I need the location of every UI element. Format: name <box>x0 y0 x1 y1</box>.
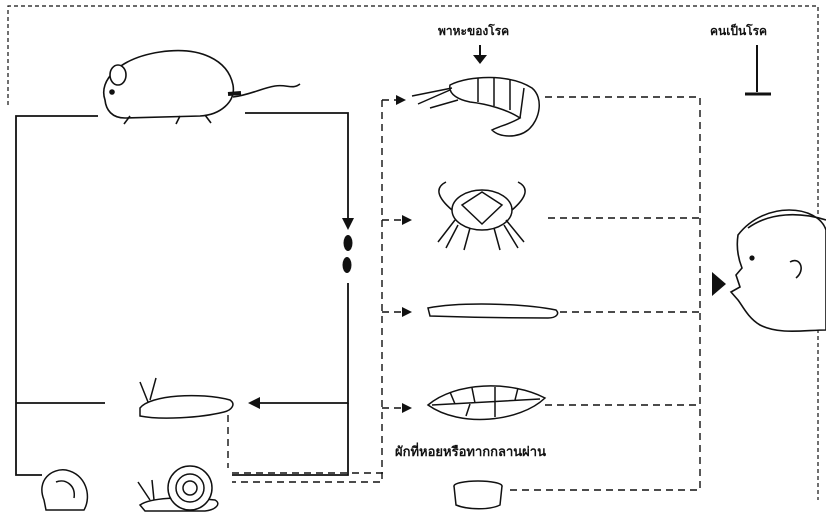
patient-label: คนเป็นโรค <box>710 22 767 41</box>
carrier-down-arrow-head <box>473 55 487 64</box>
slug-illustration <box>140 378 233 418</box>
cycle-line-feces-to-slug <box>258 283 348 403</box>
arrowhead-human <box>712 272 726 296</box>
arrowhead-worm <box>402 307 412 317</box>
earthworm-illustration <box>428 304 558 318</box>
arrowhead-crab <box>402 215 412 225</box>
larva-dot-2 <box>343 257 352 273</box>
snail-illustration <box>138 466 218 511</box>
carrier-label: พาหะของโรค <box>438 22 509 41</box>
arrowhead-shrimp <box>396 95 406 105</box>
dashed-shrimp-to-human <box>545 97 700 290</box>
arrowhead-left-slug <box>248 397 260 409</box>
vegetables-label: ผักที่หอยหรือทากกลานผ่าน <box>395 441 546 462</box>
leaf-illustration <box>428 386 545 420</box>
arrowhead-leaf <box>402 403 412 413</box>
dashed-leaf-to-human <box>545 288 700 405</box>
water-bowl-illustration <box>454 481 502 509</box>
empty-snail-shell-illustration <box>42 470 88 510</box>
cycle-line-bottom-return <box>232 403 348 475</box>
larva-dot-1 <box>344 235 353 251</box>
shrimp-illustration <box>412 77 539 136</box>
cycle-line-rat-to-feces <box>245 113 348 220</box>
human-head-illustration <box>731 210 826 331</box>
crab-illustration <box>438 182 525 250</box>
dashed-branch-vertical <box>232 100 382 482</box>
cycle-line-left-loop <box>16 116 98 475</box>
arrowhead-down-feces <box>342 218 354 230</box>
